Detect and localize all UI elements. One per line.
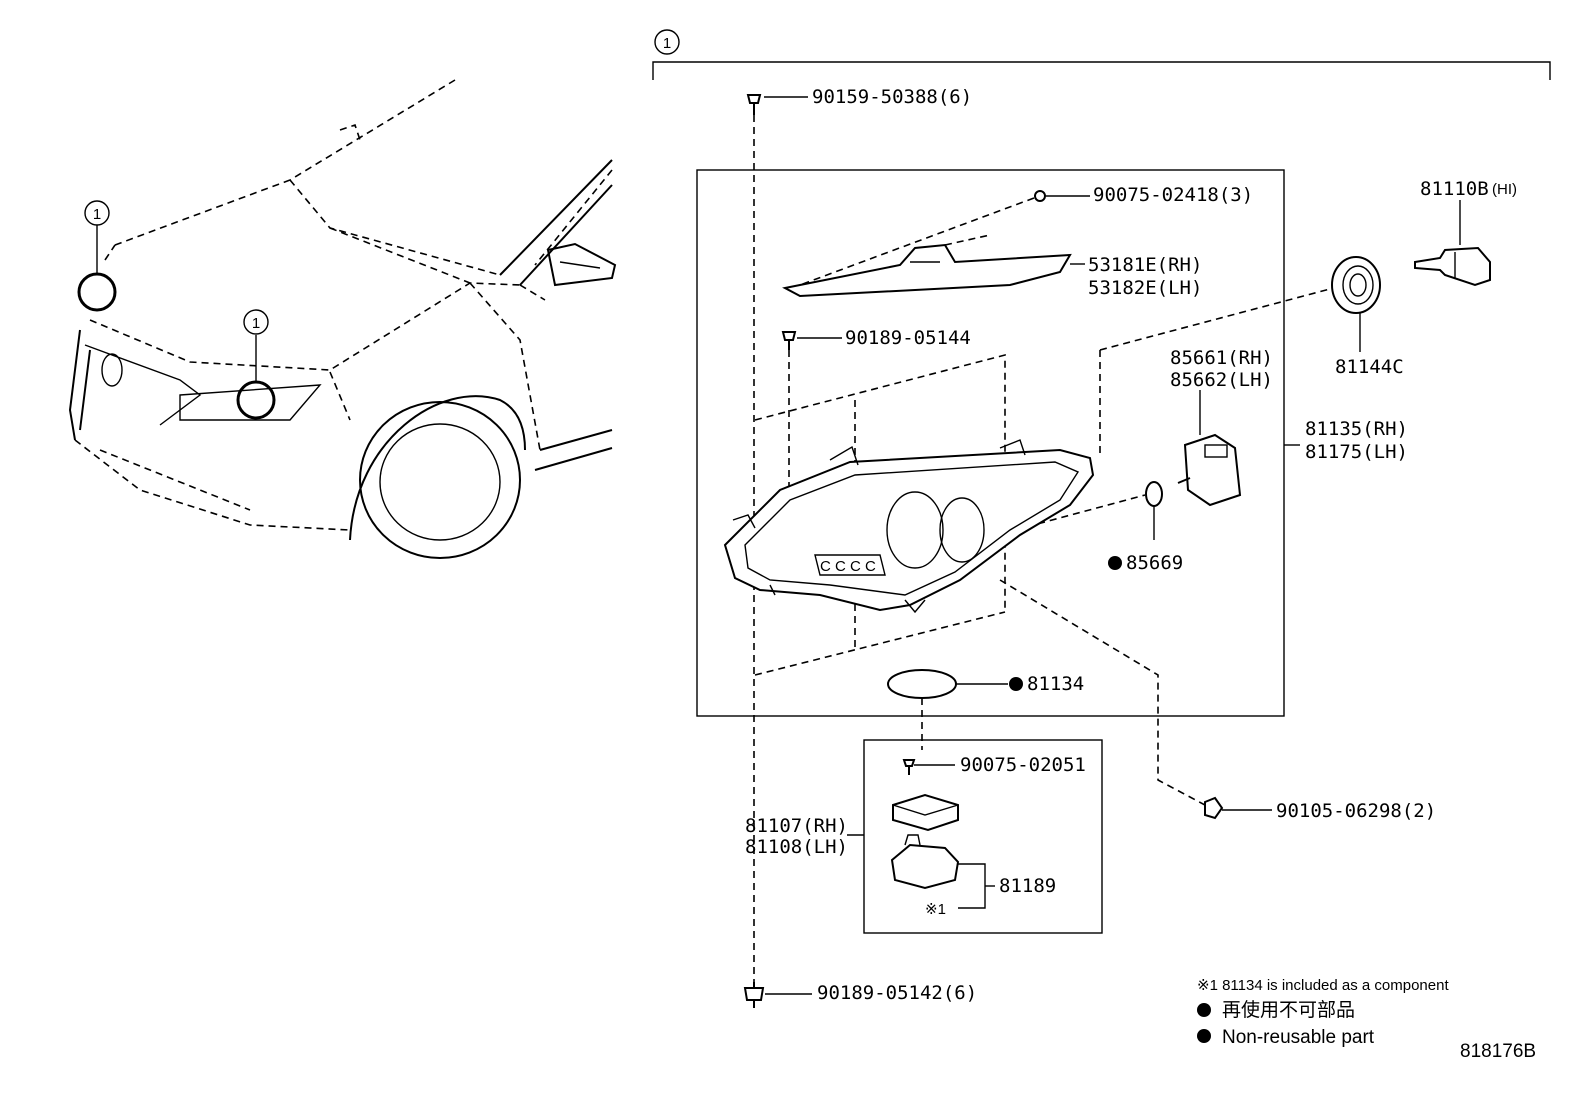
label-81134: 81134	[1027, 673, 1084, 695]
label-53182E: 53182E(LH)	[1088, 277, 1202, 299]
label-90189-05144: 90189-05144	[845, 327, 971, 349]
label-85661: 85661(RH)	[1170, 347, 1273, 369]
leveling-actuator-part	[1177, 433, 1242, 507]
headlamp-box	[696, 169, 1285, 717]
bulb-part	[1414, 246, 1491, 287]
igniter-part	[890, 834, 960, 890]
lamp-clip-marks: C C C C	[820, 558, 876, 575]
callout-1-left-a: 1	[93, 206, 101, 223]
gasket-part	[887, 669, 957, 699]
legend-dot-en	[1197, 1029, 1211, 1043]
car-front-illustration: 1 1	[68, 79, 617, 559]
legend-note: ※1 81134 is included as a component	[1197, 977, 1449, 994]
label-90189-05142: 90189-05142(6)	[817, 982, 977, 1004]
diagram-code: 818176B	[1460, 1041, 1536, 1062]
clip-icon	[781, 331, 797, 350]
label-85669: 85669	[1126, 552, 1183, 574]
headlamp-housing-part: C C C C	[723, 439, 1095, 614]
label-90075-02418: 90075-02418(3)	[1093, 184, 1253, 206]
clip-bottom-icon	[743, 982, 765, 1008]
headlamp-cover-part	[782, 243, 1072, 298]
computer-box	[863, 739, 1103, 934]
label-81144C: 81144C	[1335, 356, 1404, 378]
label-81175: 81175(LH)	[1305, 441, 1408, 463]
headlamp-assembly: 1 90159-50388(6) 90075-02418(3) 53181E(R…	[652, 29, 1551, 1008]
legend: ※1 81134 is included as a component 再使用不…	[1197, 977, 1536, 1062]
label-81189: 81189	[999, 875, 1056, 897]
label-85662: 85662(LH)	[1170, 369, 1273, 391]
o-ring-part	[1145, 481, 1163, 507]
socket-cover-part	[1331, 256, 1381, 314]
ballast-computer-part	[892, 793, 959, 832]
label-53181E: 53181E(RH)	[1088, 254, 1202, 276]
legend-non-reusable-jp: 再使用不可部品	[1222, 999, 1355, 1021]
legend-non-reusable-en: Non-reusable part	[1222, 1027, 1375, 1048]
non-reusable-dot	[1108, 556, 1122, 570]
callout-1-left-b: 1	[252, 315, 260, 332]
label-81108: 81108(LH)	[745, 836, 848, 858]
label-81110B: 81110B	[1420, 178, 1489, 200]
label-bulb-suffix: (HI)	[1492, 181, 1517, 198]
label-90105-06298: 90105-06298(2)	[1276, 800, 1436, 822]
bolt-icon	[746, 94, 762, 115]
label-90159-50388: 90159-50388(6)	[812, 86, 972, 108]
legend-dot-jp	[1197, 1003, 1211, 1017]
callout-1-assembly: 1	[663, 35, 671, 52]
label-81107: 81107(RH)	[745, 815, 848, 837]
screw-icon	[1034, 190, 1046, 202]
label-81135: 81135(RH)	[1305, 418, 1408, 440]
bolt-side-icon	[1204, 796, 1224, 820]
screw-small-icon	[902, 759, 916, 775]
label-note-mark: ※1	[925, 901, 946, 918]
non-reusable-dot	[1009, 677, 1023, 691]
label-90075-02051: 90075-02051	[960, 754, 1086, 776]
